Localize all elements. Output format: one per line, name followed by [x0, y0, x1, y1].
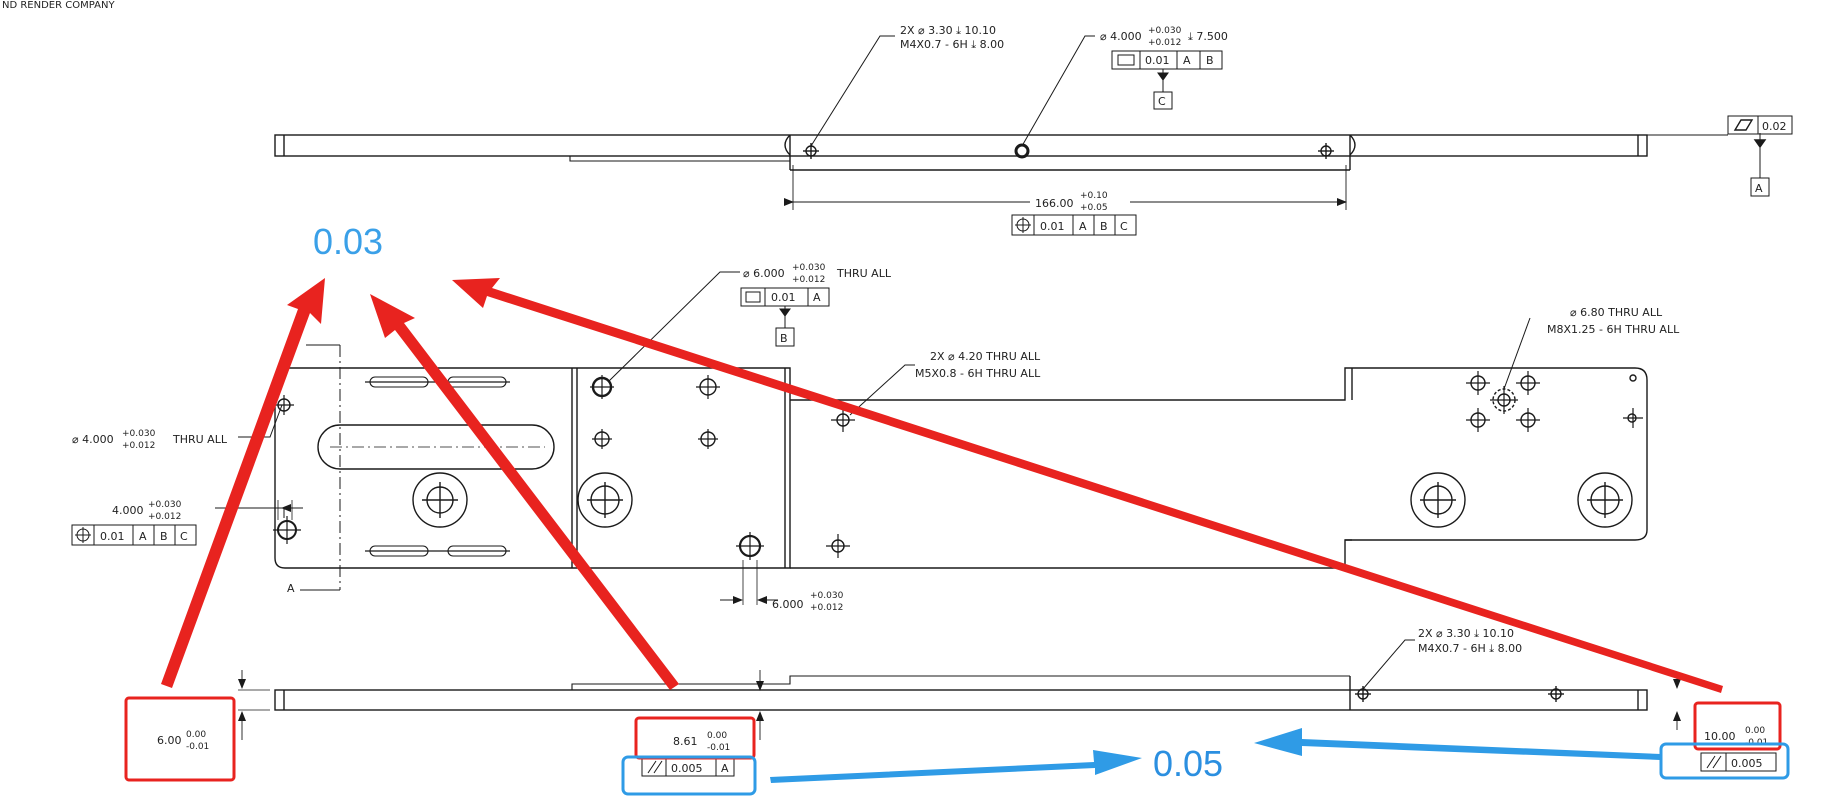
svg-text:THRU ALL: THRU ALL	[836, 267, 892, 280]
svg-text:M4X0.7 - 6H ⤓ 8.00: M4X0.7 - 6H ⤓ 8.00	[900, 38, 1004, 51]
svg-text:THRU ALL: THRU ALL	[172, 433, 228, 446]
top-view	[274, 35, 1767, 210]
datum-c-label: C	[1158, 95, 1166, 108]
top-bore-fcf-datum2: B	[1206, 54, 1214, 67]
svg-text:+0.012: +0.012	[148, 512, 181, 522]
left-fcf-d2: B	[160, 530, 168, 543]
left-position-dim: 4.000 +0.030 +0.012	[112, 500, 182, 522]
svg-text:⤓ 7.500: ⤓ 7.500	[1188, 30, 1228, 43]
svg-text:10.00: 10.00	[1704, 730, 1736, 743]
svg-text:M5X0.8 - 6H THRU ALL: M5X0.8 - 6H THRU ALL	[915, 367, 1041, 380]
red-summary-value: 0.03	[313, 221, 383, 262]
span-fcf-d3: C	[1120, 220, 1128, 233]
parallel-right-value: 0.005	[1731, 757, 1763, 770]
svg-text:⌀ 4.000: ⌀ 4.000	[72, 433, 114, 446]
left-fcf-tol: 0.01	[100, 530, 125, 543]
bottom-thread-callout: 2X ⌀ 3.30 ⤓ 10.10 M4X0.7 - 6H ⤓ 8.00	[1418, 627, 1522, 655]
mid-bore-fcf-tol: 0.01	[771, 291, 796, 304]
top-bore-fcf-tol: 0.01	[1145, 54, 1170, 67]
bottom-view	[238, 639, 1681, 740]
svg-text:+0.012: +0.012	[1148, 38, 1181, 48]
svg-text:M8X1.25 - 6H THRU ALL: M8X1.25 - 6H THRU ALL	[1547, 323, 1680, 336]
svg-text:⌀ 6.80 THRU ALL: ⌀ 6.80 THRU ALL	[1570, 306, 1663, 319]
m5-callout: 2X ⌀ 4.20 THRU ALL M5X0.8 - 6H THRU ALL	[915, 350, 1041, 380]
svg-text:0.00: 0.00	[707, 731, 727, 741]
top-thread-callout: 2X ⌀ 3.30 ⤓ 10.10 M4X0.7 - 6H ⤓ 8.00	[900, 24, 1004, 51]
span-dimension: 166.00 +0.10 +0.05	[1035, 191, 1108, 213]
svg-text:+0.10: +0.10	[1080, 191, 1108, 201]
parallelism-right-fcf	[1700, 752, 1777, 772]
svg-text:8.61: 8.61	[673, 735, 698, 748]
red-arrows	[161, 278, 1723, 693]
mid-bore-fcf	[740, 287, 830, 347]
left-position-fcf	[71, 524, 197, 546]
span-fcf	[1011, 214, 1137, 236]
section-label: A	[287, 582, 295, 595]
svg-text:0.00: 0.00	[186, 730, 206, 740]
parallel-mid-datum: A	[721, 762, 729, 775]
slot-width-dim: 6.000 +0.030 +0.012	[772, 591, 844, 613]
svg-text:166.00: 166.00	[1035, 197, 1074, 210]
svg-text:+0.05: +0.05	[1080, 203, 1108, 213]
svg-text:4.000: 4.000	[112, 504, 144, 517]
flatness-value: 0.02	[1762, 120, 1787, 133]
svg-text:6.000: 6.000	[772, 598, 804, 611]
mid-bore-fcf-datum: A	[813, 291, 821, 304]
thickness-mid-dim: 8.61 0.00 -0.01	[673, 731, 730, 753]
svg-text:+0.012: +0.012	[792, 275, 825, 285]
left-fcf-d3: C	[180, 530, 188, 543]
m8-callout: ⌀ 6.80 THRU ALL M8X1.25 - 6H THRU ALL	[1547, 306, 1680, 336]
svg-text:6.00: 6.00	[157, 734, 182, 747]
span-fcf-tol: 0.01	[1040, 220, 1065, 233]
datum-b-label: B	[780, 332, 788, 345]
svg-text:-0.01: -0.01	[707, 743, 730, 753]
parallel-mid-value: 0.005	[671, 762, 703, 775]
thickness-left-dim: 6.00 0.00 -0.01	[157, 730, 209, 752]
svg-text:+0.012: +0.012	[810, 603, 843, 613]
blue-summary-value: 0.05	[1153, 743, 1223, 784]
svg-text:0.00: 0.00	[1745, 726, 1765, 736]
blue-arrows	[770, 728, 1661, 783]
svg-text:+0.030: +0.030	[792, 263, 826, 273]
header-fragment: ND RENDER COMPANY	[2, 0, 115, 11]
blue-markup-boxes	[621, 742, 1790, 796]
svg-text:M4X0.7 - 6H ⤓ 8.00: M4X0.7 - 6H ⤓ 8.00	[1418, 642, 1522, 655]
svg-text:2X ⌀ 3.30 ⤓ 10.10: 2X ⌀ 3.30 ⤓ 10.10	[900, 24, 996, 37]
left-fcf-d1: A	[139, 530, 147, 543]
svg-text:2X ⌀ 4.20 THRU ALL: 2X ⌀ 4.20 THRU ALL	[930, 350, 1041, 363]
svg-text:⌀ 4.000: ⌀ 4.000	[1100, 30, 1142, 43]
span-fcf-d1: A	[1079, 220, 1087, 233]
flatness-fcf	[1727, 115, 1793, 197]
svg-text:+0.030: +0.030	[810, 591, 844, 601]
svg-text:⌀ 6.000: ⌀ 6.000	[743, 267, 785, 280]
svg-text:+0.012: +0.012	[122, 441, 155, 451]
span-fcf-d2: B	[1100, 220, 1108, 233]
svg-text:-0.01: -0.01	[186, 742, 209, 752]
top-bore-callout: ⌀ 4.000 +0.030 +0.012 ⤓ 7.500	[1100, 26, 1228, 48]
top-bore-fcf-datum1: A	[1183, 54, 1191, 67]
svg-text:+0.030: +0.030	[1148, 26, 1182, 36]
datum-a-top-label: A	[1755, 182, 1763, 195]
svg-text:+0.030: +0.030	[148, 500, 182, 510]
mid-bore-callout: ⌀ 6.000 +0.030 +0.012 THRU ALL	[743, 263, 892, 285]
svg-text:+0.030: +0.030	[122, 429, 156, 439]
svg-text:2X ⌀ 3.30 ⤓ 10.10: 2X ⌀ 3.30 ⤓ 10.10	[1418, 627, 1514, 640]
top-bore-fcf	[1111, 50, 1223, 110]
left-hole-callout: ⌀ 4.000 +0.030 +0.012 THRU ALL	[72, 429, 228, 451]
